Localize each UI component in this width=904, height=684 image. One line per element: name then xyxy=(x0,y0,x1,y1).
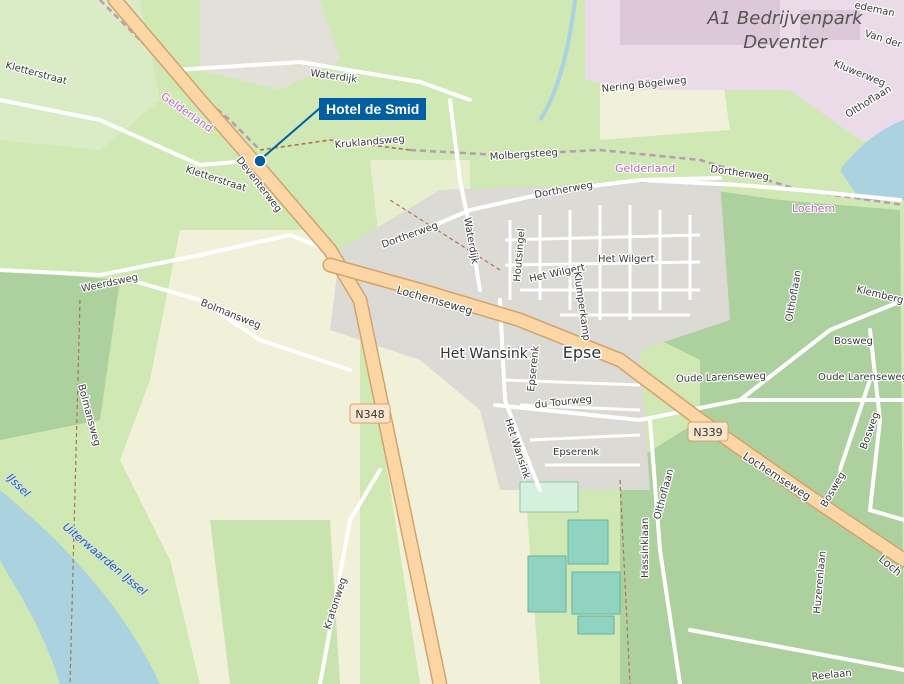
street-label: Reelaan xyxy=(811,668,852,683)
location-marker-icon[interactable] xyxy=(253,154,267,168)
forest xyxy=(0,270,120,440)
main-roads xyxy=(107,0,904,684)
meadow xyxy=(0,0,160,150)
industrial-label-line1: A1 Bedrijvenpark xyxy=(706,8,864,29)
industrial-label-line2: Deventer xyxy=(743,32,828,53)
track xyxy=(259,139,411,151)
province-label: Gelderland xyxy=(615,162,675,175)
sports-field xyxy=(571,571,621,615)
stream xyxy=(538,0,577,122)
shield-n339: N339 xyxy=(687,421,729,442)
street-label: Epserenk xyxy=(553,447,599,458)
track xyxy=(69,199,631,684)
industrial-building xyxy=(620,0,780,45)
place-wansink: Het Wansink xyxy=(440,346,529,362)
street-label: Bosweg xyxy=(834,336,873,347)
meadow xyxy=(210,520,340,684)
marker-leader-line xyxy=(259,107,321,161)
river-ijssel xyxy=(0,490,160,684)
municipality-label: Lochem xyxy=(792,202,835,215)
street-label: Oude Larenseweg xyxy=(676,371,766,385)
pond xyxy=(840,120,904,200)
residential-streets xyxy=(504,205,701,467)
sports-field xyxy=(527,555,567,613)
industrial-building xyxy=(800,10,860,40)
street-label: Het Wilgert xyxy=(598,254,655,265)
street-label: Hassinklaan xyxy=(640,518,651,578)
sports-field xyxy=(567,519,609,565)
minor-roads xyxy=(0,59,904,684)
shield-n348: N348 xyxy=(349,403,391,424)
street-label: Oude Larenseweg xyxy=(818,372,904,383)
place-epse: Epse xyxy=(563,343,601,362)
sports-field xyxy=(577,615,615,635)
shield-n348-text: N348 xyxy=(355,408,384,421)
shield-n339-text: N339 xyxy=(693,426,722,439)
hotel-label[interactable]: Hotel de Smid xyxy=(319,98,427,120)
sports-field xyxy=(519,481,579,513)
